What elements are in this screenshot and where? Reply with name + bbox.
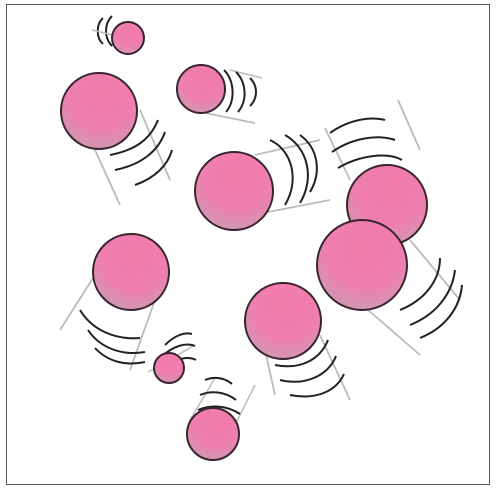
particle-4: [195, 135, 330, 230]
particle-3: [177, 65, 262, 123]
particle-2: [61, 73, 172, 205]
particle-1: [92, 16, 144, 54]
particle-10: [187, 378, 255, 460]
particle-7: [60, 234, 169, 370]
particle-6: [317, 220, 462, 355]
particle-9: [148, 333, 196, 383]
